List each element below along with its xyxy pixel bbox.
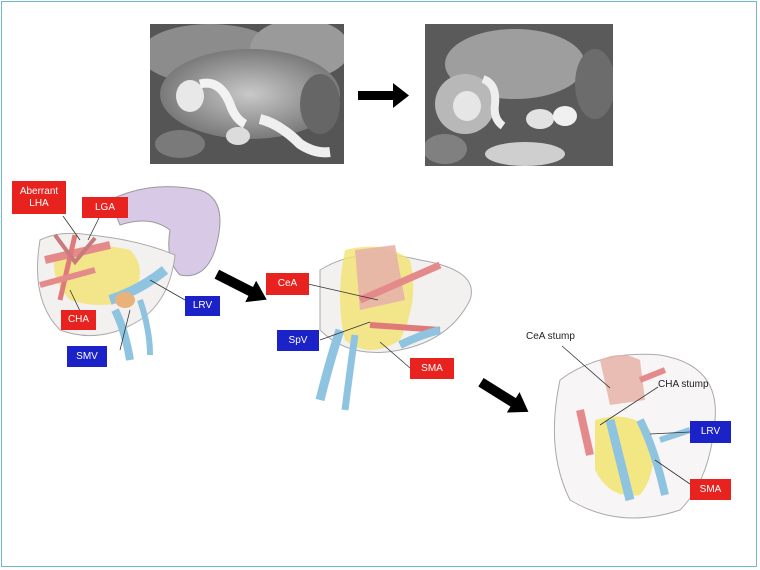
label-sma: SMA <box>410 358 454 379</box>
ct-image-postoperative <box>425 24 613 166</box>
drawing-resection <box>307 245 472 411</box>
diagonal-arrow-icon <box>478 377 529 413</box>
label-cea: CeA <box>266 273 309 295</box>
label-spv: SpV <box>277 330 319 351</box>
label-lrv: LRV <box>185 296 220 316</box>
label-lrv: LRV <box>690 421 731 443</box>
label-aberrant-lha: Aberrant LHA <box>12 181 66 214</box>
drawing-postresection <box>553 345 716 519</box>
label-cea-stump: CeA stump <box>526 331 575 342</box>
diagonal-arrow-icon <box>214 269 267 303</box>
right-arrow-icon <box>358 83 409 108</box>
label-lga: LGA <box>82 197 128 218</box>
label-smv: SMV <box>67 346 107 367</box>
label-cha-stump: CHA stump <box>658 379 709 390</box>
label-sma: SMA <box>690 479 731 500</box>
ct-image-preoperative <box>150 24 344 164</box>
label-cha: CHA <box>61 310 96 330</box>
